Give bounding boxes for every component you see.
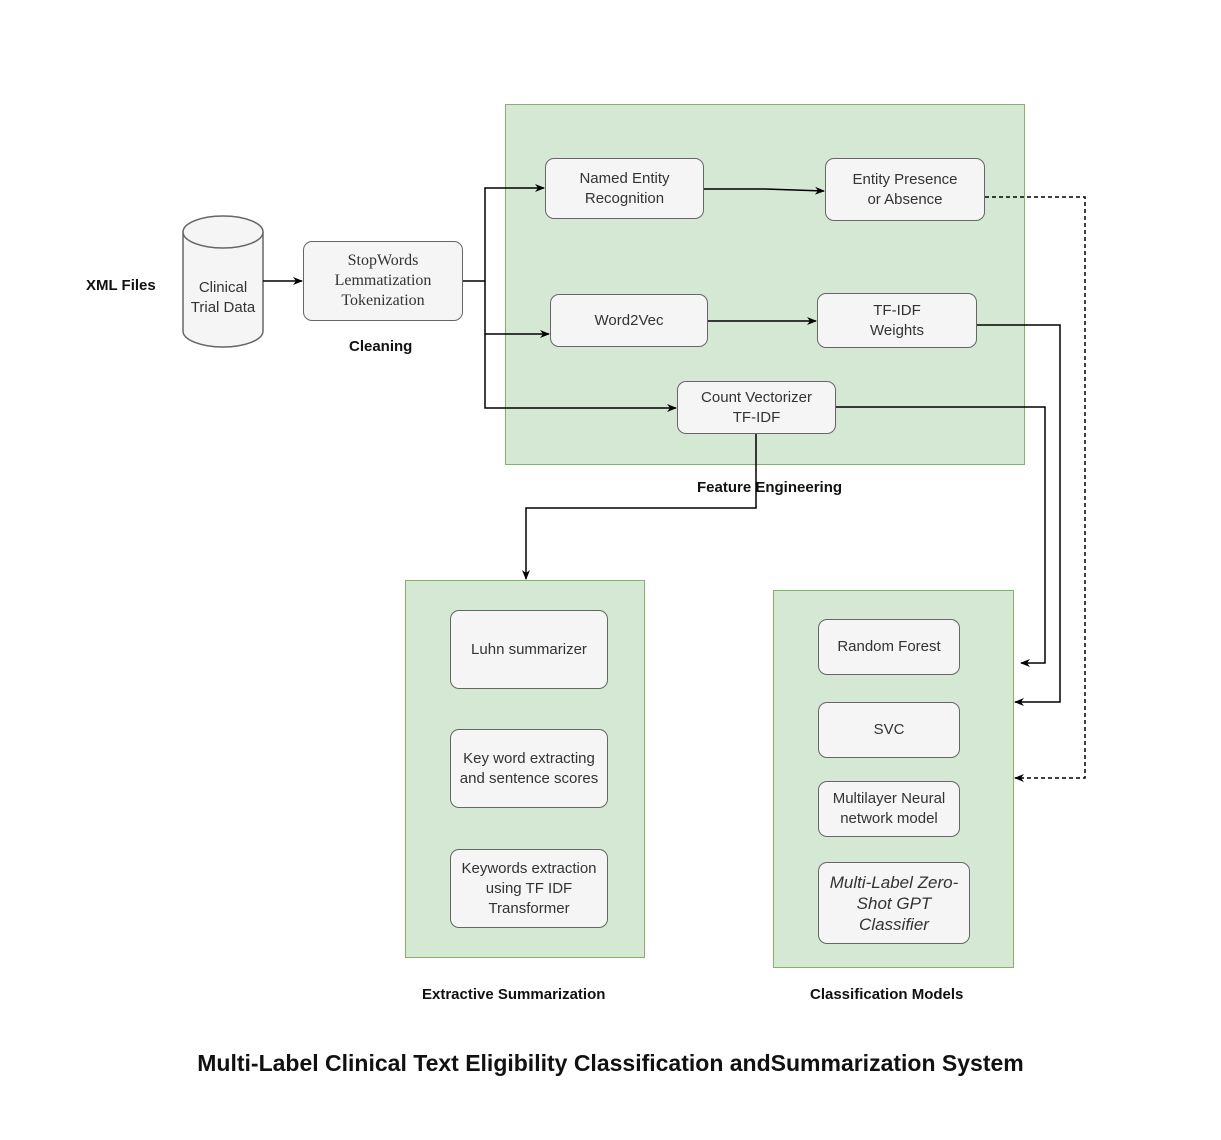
svc-node[interactable]: SVC [818,702,960,758]
mlp-node[interactable]: Multilayer Neural network model [818,781,960,837]
entity-presence-text: Entity Presence or Absence [852,170,958,208]
edge-entity-to-classification [985,196,1086,782]
luhn-text: Luhn summarizer [471,640,587,658]
database-cylinder [182,215,264,348]
keyword-scores-text: Key word extracting and sentence scores [459,749,599,787]
edge-cleaning-to-countvec [484,334,677,412]
count-vectorizer-text: Count Vectorizer TF-IDF [701,388,812,426]
random-forest-text: Random Forest [837,638,941,655]
keyword-scores-node[interactable]: Key word extracting and sentence scores [450,729,608,808]
keywords-tfidf-node[interactable]: Keywords extraction using TF IDF Transfo… [450,849,608,928]
word2vec-node[interactable]: Word2Vec [550,294,708,347]
mlp-text: Multilayer Neural network model [832,790,946,827]
gpt-classifier-node[interactable]: Multi-Label Zero- Shot GPT Classifier [818,862,970,944]
edge-cleaning-to-ner [463,184,545,282]
tfidf-weights-text: TF-IDF Weights [870,301,924,339]
edge-countvec-to-classification [836,406,1046,667]
keywords-tfidf-text: Keywords extraction using TF IDF Transfo… [461,859,597,917]
clinical-trial-data-label: Clinical Trial Data [190,279,256,316]
count-vectorizer-node[interactable]: Count Vectorizer TF-IDF [677,381,836,434]
classification-models-label: Classification Models [810,986,964,1003]
tfidf-weights-node[interactable]: TF-IDF Weights [817,293,977,348]
edge-cleaning-to-word2vec [484,281,550,338]
ner-node[interactable]: Named Entity Recognition [545,158,704,219]
svc-text: SVC [873,721,905,738]
edge-tfidf-to-classification [977,324,1061,706]
luhn-node[interactable]: Luhn summarizer [450,610,608,689]
entity-presence-node[interactable]: Entity Presence or Absence [825,158,985,221]
cleaning-steps-node[interactable]: StopWords Lemmatization Tokenization [303,241,463,321]
gpt-classifier-text: Multi-Label Zero- Shot GPT Classifier [829,872,959,934]
ner-text: Named Entity Recognition [579,169,670,207]
cleaning-label: Cleaning [349,338,413,355]
xml-files-label: XML Files [86,277,156,294]
random-forest-node[interactable]: Random Forest [818,619,960,675]
word2vec-text: Word2Vec [594,311,664,329]
diagram-title: Multi-Label Clinical Text Eligibility Cl… [197,1050,1024,1076]
edge-countvec-to-summarization [522,433,757,580]
cleaning-steps-text: StopWords Lemmatization Tokenization [334,252,432,309]
extractive-summarization-label: Extractive Summarization [422,986,606,1003]
feature-engineering-label: Feature Engineering [697,479,843,496]
edge-ner-to-entity [704,186,825,195]
